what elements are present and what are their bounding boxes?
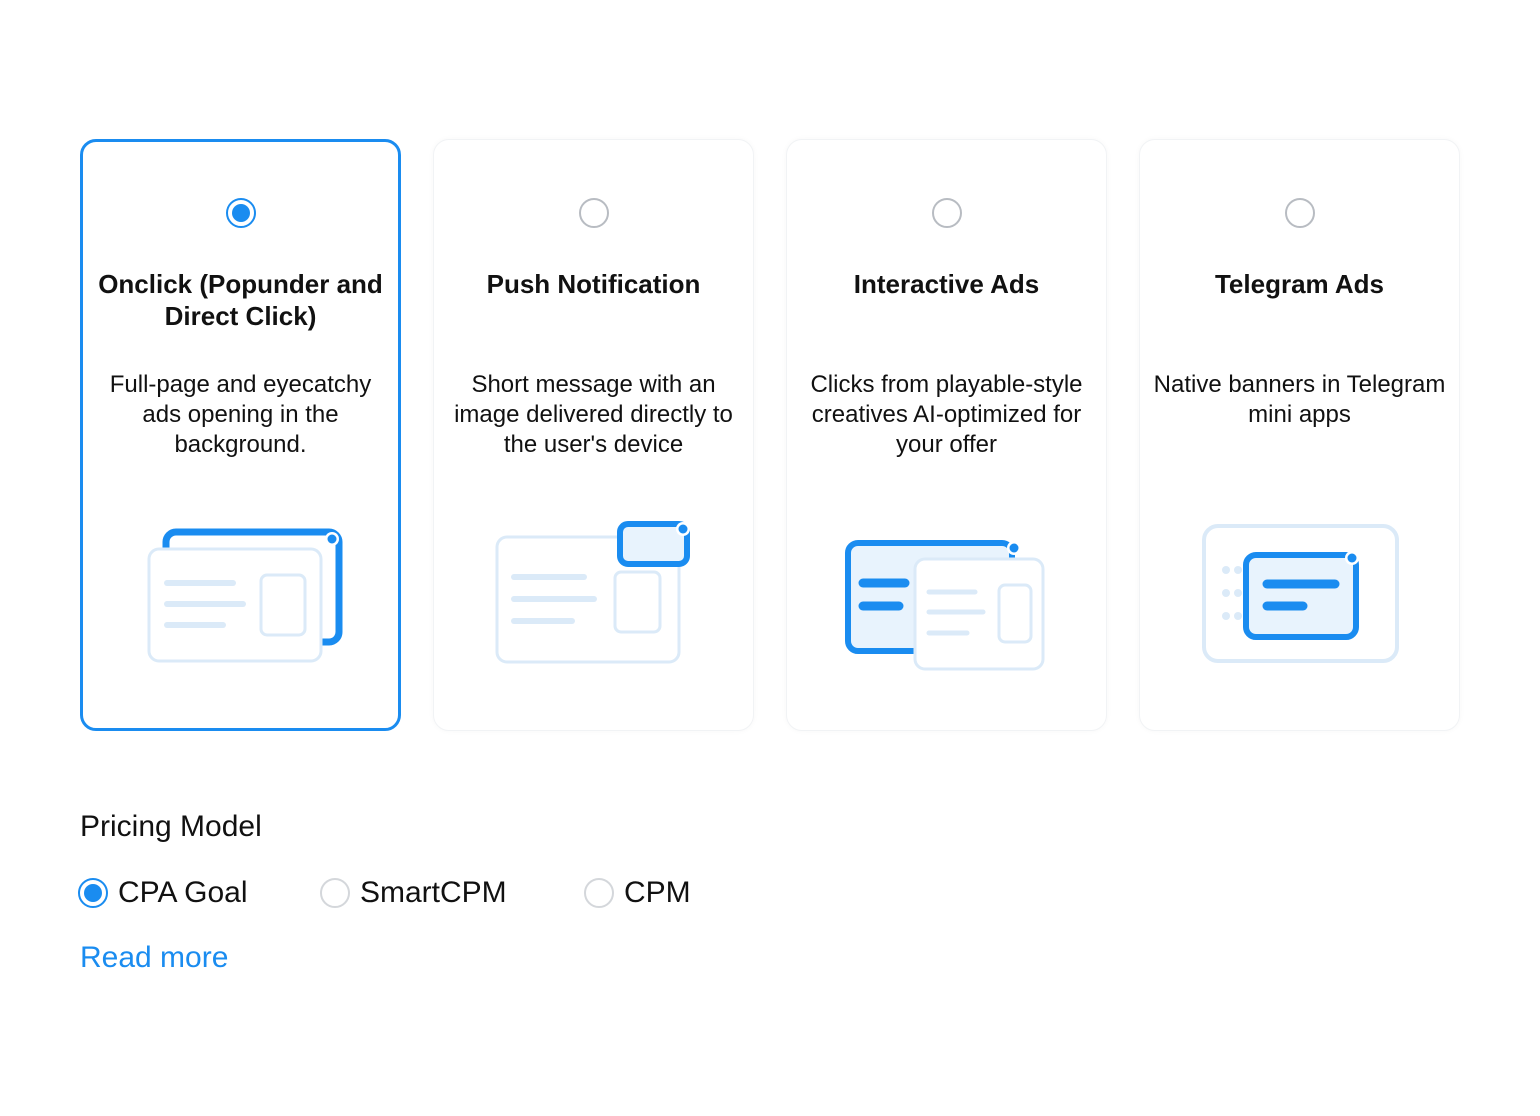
ad-format-description: Native banners in Telegram mini apps <box>1153 371 1446 428</box>
ad-format-title: Onclick (Popunder and Direct Click) <box>98 269 383 331</box>
pricing-options: CPA Goal SmartCPM CPM <box>78 872 778 914</box>
pricing-option-cpa-goal[interactable]: CPA Goal <box>78 872 248 914</box>
radio-cpa-goal[interactable] <box>78 878 108 908</box>
pricing-option-label: CPM <box>624 876 691 909</box>
ad-format-title: Telegram Ads <box>1214 269 1385 299</box>
ad-format-card-interactive[interactable]: Interactive Ads Clicks from playable-sty… <box>786 139 1107 731</box>
ad-format-cards: Onclick (Popunder and Direct Click) Full… <box>80 139 1460 731</box>
popunder-window-icon <box>147 528 343 663</box>
read-more-link[interactable]: Read more <box>80 941 229 974</box>
radio-smartcpm[interactable] <box>320 878 350 908</box>
pricing-model-title: Pricing Model <box>80 810 262 843</box>
pricing-option-cpm[interactable]: CPM <box>584 872 691 914</box>
ad-format-radio-interactive[interactable] <box>931 198 962 228</box>
pricing-option-label: SmartCPM <box>360 876 507 909</box>
ad-format-title: Interactive Ads <box>853 269 1040 299</box>
pricing-option-label: CPA Goal <box>118 876 248 909</box>
ad-format-card-onclick[interactable]: Onclick (Popunder and Direct Click) Full… <box>80 139 401 731</box>
radio-cpm[interactable] <box>584 878 614 908</box>
ad-format-radio-push[interactable] <box>578 198 609 228</box>
ad-format-card-telegram[interactable]: Telegram Ads Native banners in Telegram … <box>1139 139 1460 731</box>
telegram-banner-icon <box>1202 524 1399 663</box>
pricing-option-smartcpm[interactable]: SmartCPM <box>320 872 507 914</box>
ad-format-description: Clicks from playable-style creatives AI-… <box>810 371 1083 458</box>
ad-format-description: Short message with an image delivered di… <box>454 371 733 458</box>
ad-format-radio-onclick[interactable] <box>225 198 256 228</box>
ad-format-card-push[interactable]: Push Notification Short message with an … <box>433 139 754 731</box>
interactive-ad-icon <box>845 540 1045 671</box>
push-notification-icon <box>495 521 690 664</box>
ad-format-title: Push Notification <box>486 269 701 299</box>
ad-format-description: Full-page and eyecatchy ads opening in t… <box>109 371 372 458</box>
ad-format-radio-telegram[interactable] <box>1284 198 1315 228</box>
